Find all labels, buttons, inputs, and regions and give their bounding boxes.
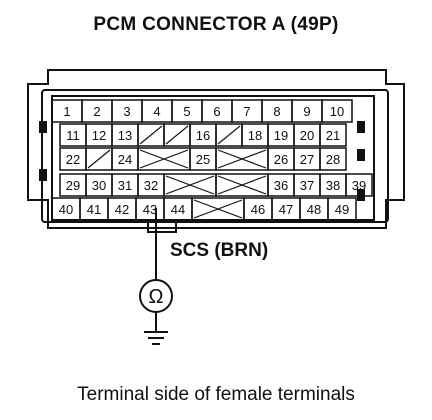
terminal-label: 25 bbox=[196, 152, 210, 167]
probe-circuit bbox=[139, 208, 173, 345]
terminal-39 bbox=[345, 173, 373, 197]
terminal-label: 7 bbox=[243, 104, 250, 119]
terminal-label: 10 bbox=[330, 104, 344, 119]
terminal-label: 8 bbox=[273, 104, 280, 119]
terminal-label: 31 bbox=[118, 178, 132, 193]
diagram-caption: Terminal side of female terminals bbox=[77, 384, 355, 405]
terminal-label: 26 bbox=[274, 152, 288, 167]
terminal-label: 16 bbox=[196, 128, 210, 143]
terminal-21 bbox=[319, 123, 347, 147]
terminal-label: 1 bbox=[63, 104, 70, 119]
terminal-label: 11 bbox=[66, 128, 80, 143]
terminal-label: 24 bbox=[118, 152, 132, 167]
terminal-label: 38 bbox=[326, 178, 340, 193]
wire-label: SCS (BRN) bbox=[170, 240, 269, 261]
terminal-label: 22 bbox=[66, 152, 80, 167]
blank-mark bbox=[165, 125, 189, 145]
terminal-label: 30 bbox=[92, 178, 106, 193]
terminal-label: 39 bbox=[352, 178, 366, 193]
terminal-label: 42 bbox=[115, 202, 129, 217]
terminal-label: 36 bbox=[274, 178, 288, 193]
terminal-label: 5 bbox=[183, 104, 190, 119]
blank-mark bbox=[139, 149, 189, 169]
terminal-label: 28 bbox=[326, 152, 340, 167]
blank-mark bbox=[193, 199, 243, 219]
terminal-label: 48 bbox=[307, 202, 321, 217]
terminal-label: 32 bbox=[144, 178, 158, 193]
terminal-label: 2 bbox=[93, 104, 100, 119]
blank-mark bbox=[139, 125, 163, 145]
terminal-label: 46 bbox=[251, 202, 265, 217]
terminal-label: 27 bbox=[300, 152, 314, 167]
terminal-label: 13 bbox=[118, 128, 132, 143]
diagram-title: PCM CONNECTOR A (49P) bbox=[93, 14, 339, 35]
terminal-label: 21 bbox=[326, 128, 340, 143]
ohm-symbol: Ω bbox=[149, 286, 164, 308]
terminal-label: 9 bbox=[303, 104, 310, 119]
terminal-label: 4 bbox=[153, 104, 160, 119]
terminal-28 bbox=[319, 147, 347, 171]
terminal-49 bbox=[327, 197, 357, 221]
terminal-label: 12 bbox=[92, 128, 106, 143]
blank-mark bbox=[217, 149, 267, 169]
terminal-label: 6 bbox=[213, 104, 220, 119]
terminal-label: 44 bbox=[171, 202, 185, 217]
terminal-label: 3 bbox=[123, 104, 130, 119]
terminal-label: 20 bbox=[300, 128, 314, 143]
terminal-label: 47 bbox=[279, 202, 293, 217]
terminal-label: 37 bbox=[300, 178, 314, 193]
blank-mark bbox=[217, 175, 267, 195]
blank-mark bbox=[165, 175, 215, 195]
terminal-label: 29 bbox=[66, 178, 80, 193]
terminal-label: 40 bbox=[59, 202, 73, 217]
terminal-label: 18 bbox=[248, 128, 262, 143]
terminal-10 bbox=[321, 99, 353, 123]
terminal-label: 41 bbox=[87, 202, 101, 217]
terminal-label: 49 bbox=[335, 202, 349, 217]
terminal-label: 19 bbox=[274, 128, 288, 143]
terminal-label: 43 bbox=[143, 202, 157, 217]
blank-mark bbox=[217, 125, 241, 145]
blank-mark bbox=[87, 149, 111, 169]
